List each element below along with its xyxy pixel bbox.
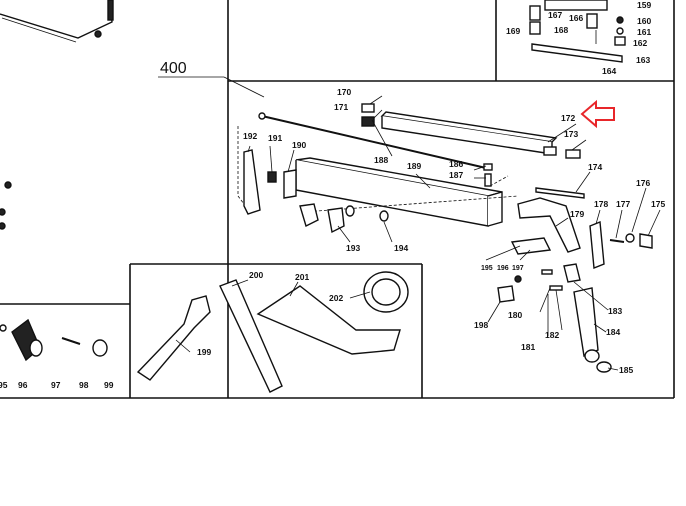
- top-left-plate: [0, 0, 114, 43]
- callout-181: 181: [521, 342, 535, 352]
- callout-193: 193: [346, 243, 360, 253]
- callout-177: 177: [616, 199, 630, 209]
- callout-188: 188: [374, 155, 388, 165]
- callout-159: 159: [637, 0, 651, 10]
- callout-160: 160: [637, 16, 651, 26]
- callout-162: 162: [633, 38, 647, 48]
- callout-numbers: 95 96 97 98 99 159 160 161 162 163 164 1…: [0, 0, 665, 390]
- callout-166: 166: [569, 13, 583, 23]
- callout-183: 183: [608, 306, 622, 316]
- bottom-left-inset-parts: [0, 318, 108, 362]
- callout-184: 184: [606, 327, 620, 337]
- callout-186: 186: [449, 159, 463, 169]
- callout-96: 96: [18, 380, 28, 390]
- callout-198: 198: [474, 320, 488, 330]
- left-bolts: [0, 181, 12, 230]
- section-label: 400: [160, 60, 187, 77]
- callout-180: 180: [508, 310, 522, 320]
- top-right-inset-parts: [529, 0, 626, 63]
- callout-174: 174: [588, 162, 602, 172]
- callout-202: 202: [329, 293, 343, 303]
- callout-179: 179: [570, 209, 584, 219]
- callout-164: 164: [602, 66, 616, 76]
- callout-161: 161: [637, 27, 651, 37]
- callout-191: 191: [268, 133, 282, 143]
- callout-95: 95: [0, 380, 8, 390]
- callout-178: 178: [594, 199, 608, 209]
- highlight-arrow-icon: [580, 99, 615, 129]
- callout-163: 163: [636, 55, 650, 65]
- leader-lines: [175, 95, 661, 371]
- callout-175: 175: [651, 199, 665, 209]
- callout-201: 201: [295, 272, 309, 282]
- callout-182: 182: [545, 330, 559, 340]
- callout-200: 200: [249, 270, 263, 280]
- callout-196: 196: [497, 265, 509, 272]
- callout-168: 168: [554, 25, 568, 35]
- tools-inset: [136, 271, 409, 393]
- callout-172: 172: [561, 113, 575, 123]
- frame-lines: [0, 0, 675, 399]
- callout-194: 194: [394, 243, 408, 253]
- main-assembly: [237, 103, 653, 373]
- callout-195: 195: [481, 265, 493, 272]
- callout-176: 176: [636, 178, 650, 188]
- callout-192: 192: [243, 131, 257, 141]
- callout-189: 189: [407, 161, 421, 171]
- callout-171: 171: [334, 102, 348, 112]
- callout-190: 190: [292, 140, 306, 150]
- callout-167: 167: [548, 10, 562, 20]
- callout-199: 199: [197, 347, 211, 357]
- callout-173: 173: [564, 129, 578, 139]
- callout-99: 99: [104, 380, 114, 390]
- callout-97: 97: [51, 380, 61, 390]
- callout-197: 197: [512, 265, 524, 272]
- callout-170: 170: [337, 87, 351, 97]
- callout-98: 98: [79, 380, 89, 390]
- callout-187: 187: [449, 170, 463, 180]
- callout-185: 185: [619, 365, 633, 375]
- callout-169: 169: [506, 26, 520, 36]
